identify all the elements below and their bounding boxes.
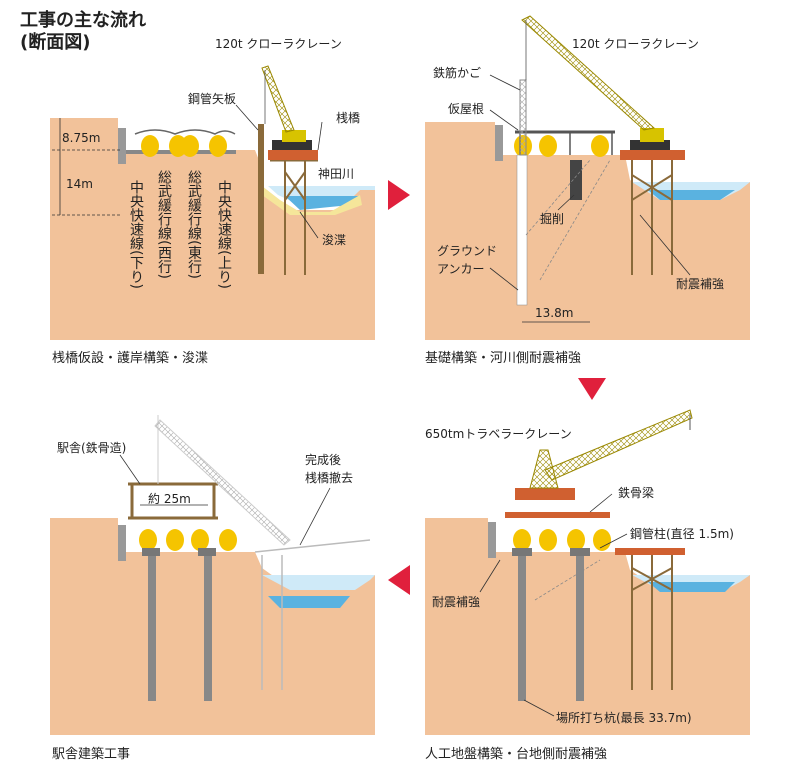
panel-3: 650tmトラベラークレーン 鉄骨梁 鋼管柱(直径 1.5m) 耐震補強 場所打… (425, 409, 750, 762)
station-frame (128, 482, 218, 520)
excavation-shaft (570, 160, 582, 200)
pile-4b (204, 556, 212, 701)
crane-label-2: 120t クローラクレーン (572, 37, 699, 51)
caption-2: 基礎構築・河川側耐震補強 (425, 351, 581, 366)
river-water-4 (262, 575, 375, 590)
rebar-cage (519, 79, 527, 156)
removal-label-1: 完成後 (305, 452, 341, 467)
height-label-1: 8.75m (62, 131, 100, 145)
river-label: 神田川 (318, 167, 354, 181)
pile-3a (518, 556, 526, 701)
crawler-crane-2 (521, 15, 670, 150)
pile-3b (576, 556, 584, 701)
ground-3 (425, 518, 750, 735)
caption-4: 駅舎建築工事 (52, 747, 130, 762)
ghost-crane (154, 419, 291, 546)
trestle-deck-1 (268, 150, 318, 160)
trestle-deck-3 (615, 548, 685, 555)
trains-3 (513, 529, 611, 551)
depth-label: 13.8m (535, 306, 573, 320)
anchor-label-1: グラウンド (437, 244, 497, 258)
pile-4a (148, 556, 156, 701)
sheet-pile-label: 鋼管矢板 (188, 91, 236, 106)
roof-label: 仮屋根 (448, 102, 484, 116)
dredge-label: 浚渫 (322, 232, 346, 247)
panel-2: 120t クローラクレーン 鉄筋かご 仮屋根 掘削 グラウンド アンカー 耐震補… (425, 15, 750, 366)
traveler-crane (515, 409, 693, 500)
panel-4: 約 25m 駅舎(鉄骨造) 完成後 桟橋撤去 駅舎建築工事 (50, 415, 375, 762)
caption-3: 人工地盤構築・台地側耐震補強 (425, 747, 607, 762)
height-label-2: 14m (66, 177, 93, 191)
track-label-3: 総武緩行線(東行) (186, 170, 202, 279)
crane-label-1: 120t クローラクレーン (215, 37, 342, 51)
flow-arrow-1 (388, 180, 410, 210)
seismic-label-3: 耐震補強 (432, 595, 480, 609)
title-sub: (断面図) (20, 32, 91, 53)
flow-arrow-3 (388, 565, 410, 595)
rebar-label: 鉄筋かご (433, 65, 481, 80)
trains-1 (141, 135, 227, 157)
ground-4 (50, 518, 375, 735)
pile-label: 場所打ち杭(最長 33.7m) (556, 710, 692, 725)
trestle-3 (631, 555, 673, 690)
steel-beam (505, 512, 610, 518)
page-title: 工事の主な流れ (断面図) (20, 10, 146, 54)
trestle-label: 桟橋 (336, 111, 360, 125)
track-label-1: 中央快速線(下り) (128, 180, 144, 289)
retaining-wall-4 (118, 525, 126, 561)
track-label-2: 総武緩行線(西行) (156, 170, 172, 279)
seismic-label-2: 耐震補強 (676, 277, 724, 291)
trains-4 (139, 529, 237, 551)
beam-label: 鉄骨梁 (618, 485, 654, 500)
sheet-pile-1 (258, 124, 264, 274)
caption-1: 桟橋仮設・護岸構築・浚渫 (52, 350, 208, 366)
retaining-wall-3 (488, 522, 496, 558)
crane-label-3: 650tmトラベラークレーン (425, 427, 572, 441)
ground-2 (425, 122, 750, 340)
retaining-wall-2 (495, 125, 503, 161)
flow-arrow-2 (578, 378, 606, 400)
crawler-crane-1 (261, 65, 312, 150)
trains-2 (514, 135, 609, 157)
anchor-column (516, 154, 528, 306)
ground-1 (50, 118, 375, 340)
excavation-label: 掘削 (540, 211, 564, 226)
track-label-4: 中央快速線(上り) (216, 180, 232, 289)
removal-label-2: 桟橋撤去 (305, 470, 353, 485)
dredge-area (262, 186, 362, 215)
title-main: 工事の主な流れ (20, 10, 146, 31)
panel-1: 8.75m 14m 中央快速線(下り) 総武緩行線(西行) 総武緩行線(東行) … (50, 37, 375, 366)
roof-1 (134, 129, 236, 135)
station-label: 駅舎(鉄骨造) (57, 440, 126, 455)
trestle-2 (631, 160, 673, 275)
removed-trestle (254, 539, 371, 690)
width-label: 約 25m (148, 491, 191, 506)
trestle-deck-2 (620, 150, 685, 160)
retaining-wall-1 (118, 128, 126, 164)
column-label: 鋼管柱(直径 1.5m) (630, 526, 734, 541)
anchor-label-2: アンカー (437, 262, 485, 276)
